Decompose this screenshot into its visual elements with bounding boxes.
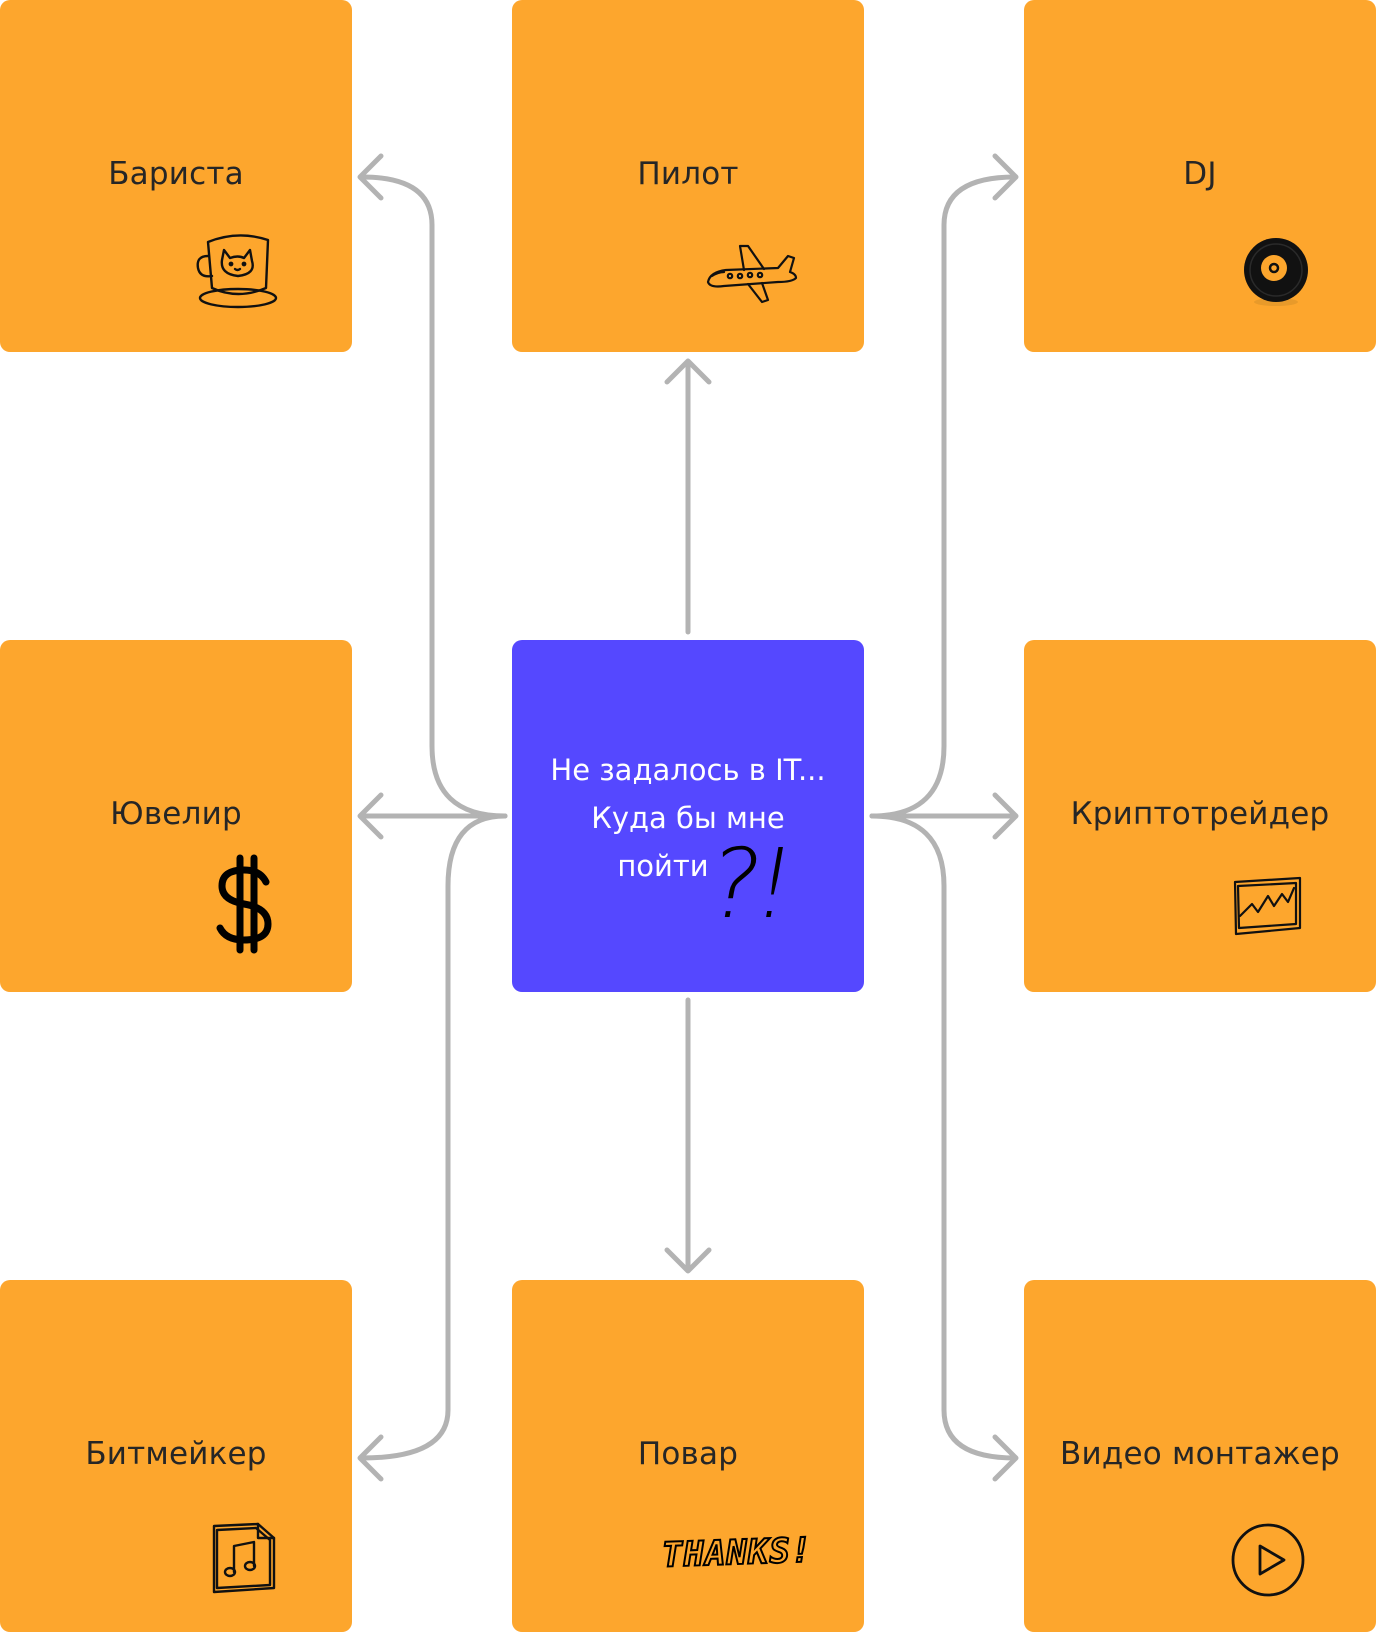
arrowhead-video	[992, 1434, 1019, 1482]
center-question-text: Не задалось в IT... Куда бы мне пойти	[532, 746, 844, 890]
card-barista-label: Бариста	[108, 156, 244, 192]
arrowhead-barista	[357, 153, 384, 201]
card-video[interactable]: Видео монтажер	[1024, 1280, 1376, 1632]
vinyl-record-icon	[1242, 236, 1310, 308]
card-jeweler[interactable]: Ювелир	[0, 640, 352, 992]
arrowhead-crypto	[992, 792, 1019, 840]
center-question-card: Не задалось в IT... Куда бы мне пойти ?!	[512, 640, 864, 992]
card-crypto[interactable]: Криптотрейдер	[1024, 640, 1376, 992]
card-cook-label: Повар	[637, 1436, 739, 1472]
card-crypto-label: Криптотрейдер	[1070, 796, 1330, 832]
card-jeweler-label: Ювелир	[110, 796, 242, 832]
question-exclamation-icon: ?!	[700, 828, 798, 940]
center-line-3: пойти	[617, 849, 709, 883]
card-dj-label: DJ	[1183, 156, 1217, 192]
music-file-icon	[210, 1522, 278, 1594]
arrowhead-pilot	[664, 358, 712, 385]
card-cook[interactable]: Повар THANKS!	[512, 1280, 864, 1632]
dollar-icon	[208, 854, 282, 954]
thanks-sticker-icon: THANKS!	[660, 1529, 814, 1576]
arrowhead-beatmaker	[357, 1434, 384, 1482]
center-line-1: Не задалось в IT...	[550, 753, 826, 787]
cat-cup-icon	[196, 230, 286, 312]
stock-chart-icon	[1232, 876, 1304, 938]
center-line-2: Куда бы мне	[591, 801, 785, 835]
play-button-icon	[1230, 1522, 1306, 1598]
arrowhead-dj	[992, 153, 1019, 201]
arrow-beatmaker	[359, 813, 508, 1461]
card-pilot-label: Пилот	[637, 156, 739, 192]
arrow-dj	[869, 174, 1018, 819]
card-barista[interactable]: Бариста	[0, 0, 352, 352]
card-pilot[interactable]: Пилот	[512, 0, 864, 352]
card-beatmaker[interactable]: Битмейкер	[0, 1280, 352, 1632]
arrow-barista	[359, 174, 508, 819]
card-video-label: Видео монтажер	[1060, 1436, 1340, 1472]
card-beatmaker-label: Битмейкер	[85, 1436, 267, 1472]
airplane-icon	[704, 242, 800, 304]
arrowhead-jeweler	[357, 792, 384, 840]
card-dj[interactable]: DJ	[1024, 0, 1376, 352]
arrow-video	[869, 813, 1018, 1461]
arrowhead-cook	[664, 1247, 712, 1274]
